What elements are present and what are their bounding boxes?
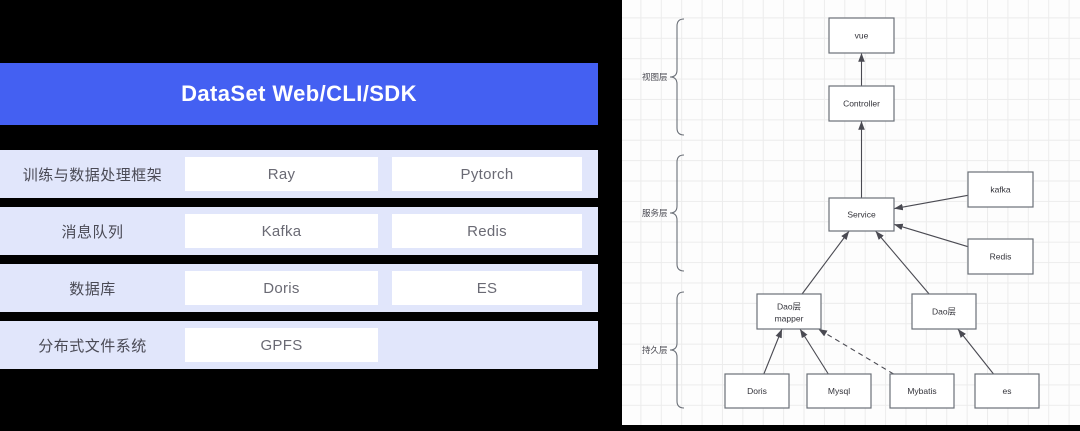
stack-cell[interactable]: ES	[392, 271, 582, 305]
diagram-edge	[801, 230, 850, 295]
stack-row-label: 消息队列	[61, 223, 124, 241]
tech-stack-panel: DataSet Web/CLI/SDK 训练与数据处理框架 Ray Pytorc…	[0, 63, 598, 369]
diagram-node-es[interactable]: es	[974, 373, 1040, 409]
stack-row-cells: Ray Pytorch	[185, 157, 598, 191]
diagram-node-doris[interactable]: Doris	[724, 373, 790, 409]
stack-row: 训练与数据处理框架 Ray Pytorch	[0, 150, 598, 198]
stack-row-label: 训练与数据处理框架	[22, 166, 163, 184]
node-label: es	[1003, 386, 1012, 396]
stack-cell[interactable]: Doris	[185, 271, 378, 305]
stack-row: 分布式文件系统 GPFS	[0, 321, 598, 369]
diagram-node-service[interactable]: Service	[828, 197, 895, 232]
node-label: Service	[847, 210, 876, 220]
node-label: Dao层	[932, 307, 956, 317]
stack-cell[interactable]: Redis	[392, 214, 582, 248]
diagram-node-kafka[interactable]: kafka	[967, 171, 1034, 208]
diagram-edge	[817, 328, 894, 375]
stack-cell[interactable]: Kafka	[185, 214, 378, 248]
diagram-edge	[799, 328, 829, 375]
node-label: Controller	[843, 99, 880, 109]
diagram-node-mybatis[interactable]: Mybatis	[889, 373, 955, 409]
node-label: Redis	[990, 252, 1012, 262]
diagram-edge	[893, 223, 969, 248]
diagram-node-controller[interactable]: Controller	[828, 85, 895, 122]
stack-row-cells: Kafka Redis	[185, 214, 598, 248]
stack-cell[interactable]: GPFS	[185, 328, 378, 362]
diagram-node-dao[interactable]: Dao层	[911, 293, 977, 330]
node-label: Mybatis	[907, 386, 936, 396]
layer-label: 服务层	[642, 208, 668, 218]
node-label: Dao层	[777, 302, 801, 312]
stack-row-label: 数据库	[69, 280, 116, 298]
diagram-edge	[893, 194, 969, 211]
stack-header-title: DataSet Web/CLI/SDK	[181, 81, 417, 106]
stack-row: 数据库 Doris ES	[0, 264, 598, 312]
node-label: Doris	[747, 386, 767, 396]
node-label: kafka	[990, 185, 1011, 195]
stack-cell[interactable]: Ray	[185, 157, 378, 191]
node-sublabel: mapper	[775, 314, 804, 324]
diagram-node-redis[interactable]: Redis	[967, 238, 1034, 275]
stack-cell-empty	[392, 328, 582, 362]
diagram-edge	[957, 328, 994, 375]
layer-label: 持久层	[642, 345, 668, 355]
stack-header-bar: DataSet Web/CLI/SDK	[0, 63, 598, 125]
stack-row-cells: Doris ES	[185, 271, 598, 305]
layer-braces	[669, 18, 685, 409]
diagram-node-vue[interactable]: vue	[828, 17, 895, 54]
stack-cell[interactable]: Pytorch	[392, 157, 582, 191]
diagram-edge	[875, 230, 930, 295]
node-label: Mysql	[828, 386, 850, 396]
bottom-black-strip	[622, 425, 1080, 431]
stack-row-cells: GPFS	[185, 328, 598, 362]
diagram-node-mysql[interactable]: Mysql	[806, 373, 872, 409]
diagram-node-dao_mapper[interactable]: Dao层 mapper	[756, 293, 822, 330]
diagram-edges	[763, 53, 994, 375]
stack-row: 消息队列 Kafka Redis	[0, 207, 598, 255]
diagram-edge	[763, 328, 783, 375]
layer-label: 视图层	[642, 72, 668, 82]
stack-row-label: 分布式文件系统	[38, 337, 147, 355]
node-label: vue	[855, 31, 869, 41]
